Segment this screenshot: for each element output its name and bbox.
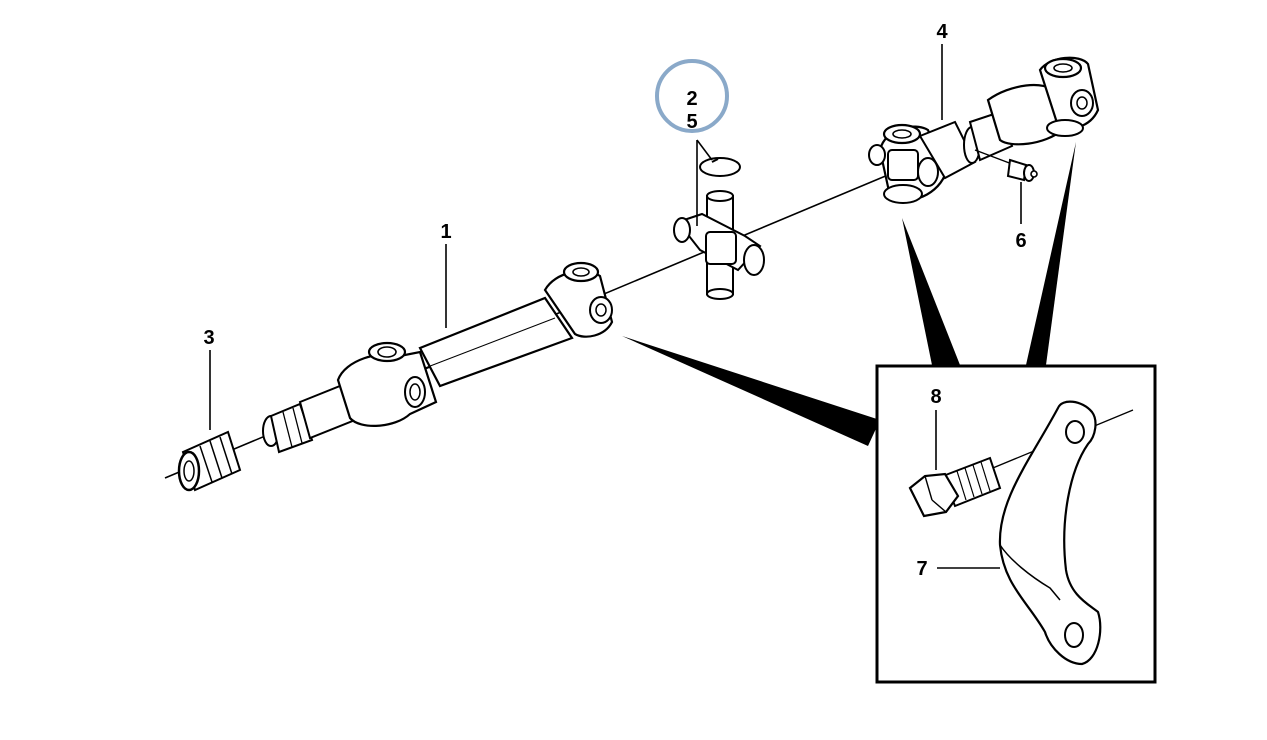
callout-5: 5	[686, 111, 697, 133]
universal-joint-cross-part	[673, 190, 765, 300]
detail-pointer-wedge-right-a	[902, 218, 960, 365]
leader-line-5	[696, 139, 713, 161]
callout-6: 6	[1015, 230, 1026, 252]
callout-3: 3	[203, 327, 214, 349]
callout-4: 4	[936, 21, 948, 43]
propeller-shaft-part	[262, 261, 614, 454]
callout-1: 1	[440, 221, 451, 243]
detail-inset-content	[908, 400, 1134, 666]
highlight-circle	[655, 59, 729, 133]
spline-sleeve-part	[177, 430, 242, 492]
bolt-part	[908, 456, 1002, 518]
callout-7: 7	[916, 558, 927, 580]
grease-nipple-part	[974, 149, 1038, 182]
snap-ring-part	[699, 157, 741, 177]
rear-shaft-yoke-part	[868, 56, 1100, 204]
strap-clamp-part	[998, 400, 1102, 666]
detail-pointer-wedge-right-b	[1026, 142, 1076, 365]
callout-2: 2	[686, 88, 697, 110]
callout-8: 8	[930, 386, 941, 408]
detail-pointer-wedge-left	[622, 336, 880, 446]
